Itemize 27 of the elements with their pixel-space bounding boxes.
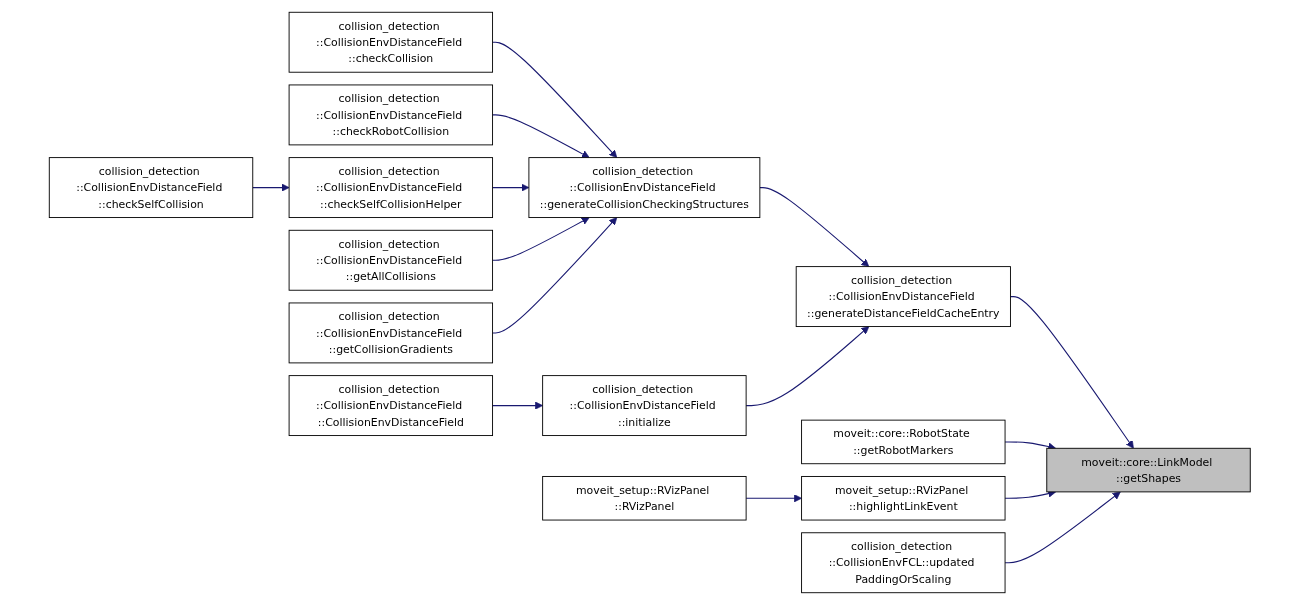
node-box: collision_detection ::CollisionEnvDistanceField ::initialize [542, 375, 747, 437]
arrow [252, 183, 290, 192]
arrow [492, 217, 618, 334]
node-box: collision_detection ::CollisionEnvDistanceField ::checkCollision [288, 11, 494, 73]
node-box: collision_detection ::CollisionEnvDistanceField ::CollisionEnvDistanceField [288, 375, 494, 437]
node-box: collision_detection ::CollisionEnvDistanceField ::checkRobotCollision [288, 84, 494, 146]
node-box: moveit::core::LinkModel ::getShapes [1046, 447, 1251, 493]
arrow [492, 183, 530, 192]
node-box: moveit::core::RobotState ::getRobotMarkers [801, 419, 1006, 465]
arrow [492, 401, 544, 410]
node-box: moveit_setup::RVizPanel ::highlightLinkEvent [801, 476, 1006, 521]
arrow [1004, 491, 1121, 564]
arrow [1010, 296, 1135, 449]
arrow [492, 114, 590, 158]
arrow [759, 187, 870, 267]
arrow [492, 41, 618, 158]
node-box: collision_detection ::CollisionEnvDistanceField ::generateDistanceFieldCacheEntry [795, 266, 1012, 327]
arrow [745, 326, 870, 407]
arrow [492, 217, 590, 261]
node-box: moveit_setup::RVizPanel ::RVizPanel [542, 476, 747, 521]
node-box: collision_detection ::CollisionEnvDistanceField ::checkSelfCollision [49, 157, 254, 218]
arrow [745, 494, 803, 503]
node-box: collision_detection ::CollisionEnvFCL::updated PaddingOrScaling [801, 532, 1006, 594]
node-box: collision_detection ::CollisionEnvDistanceField ::generateCollisionCheckingStructures [528, 157, 761, 218]
node-box: collision_detection ::CollisionEnvDistanceField ::getCollisionGradients [288, 302, 494, 364]
node-box: collision_detection ::CollisionEnvDistanceField ::checkSelfCollisionHelper [288, 157, 494, 218]
node-box: collision_detection ::CollisionEnvDistanceField ::getAllCollisions [288, 229, 494, 291]
